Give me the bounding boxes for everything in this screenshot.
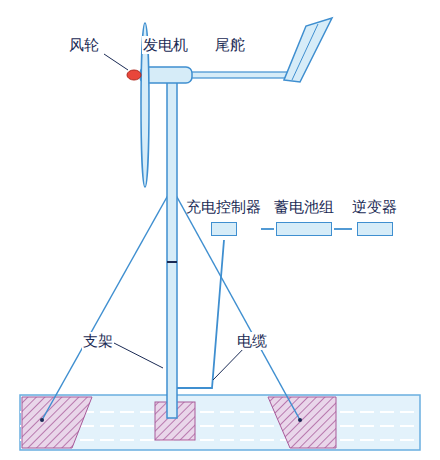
tail-boom [188,72,288,78]
device-label: 蓄电池组 [274,198,334,216]
rotor-hub [127,70,141,80]
device-body [357,222,393,236]
leader-line [104,54,128,70]
device-label: 逆变器 [352,198,397,216]
connector-wire [261,228,274,230]
part-label: 发电机 [142,36,189,54]
tower-pole [167,80,177,418]
part-label: 尾舵 [214,36,246,54]
ground [20,395,420,450]
part-label: 支架 [82,332,114,350]
device-box: 蓄电池组 [274,198,334,236]
leader-line [112,342,163,368]
device-box: 逆变器 [352,198,397,236]
device-body [211,222,237,236]
device-body [276,222,332,236]
part-label: 电缆 [236,332,268,350]
right-anchor-foundation [268,397,336,448]
left-anchor-foundation [22,397,92,448]
guy-wire [42,188,172,420]
device-label: 充电控制器 [186,198,261,216]
device-box: 充电控制器 [186,198,261,236]
part-label: 风轮 [68,36,100,54]
tail-vane [284,18,332,82]
connector-wire [334,228,352,230]
cable [177,240,224,388]
